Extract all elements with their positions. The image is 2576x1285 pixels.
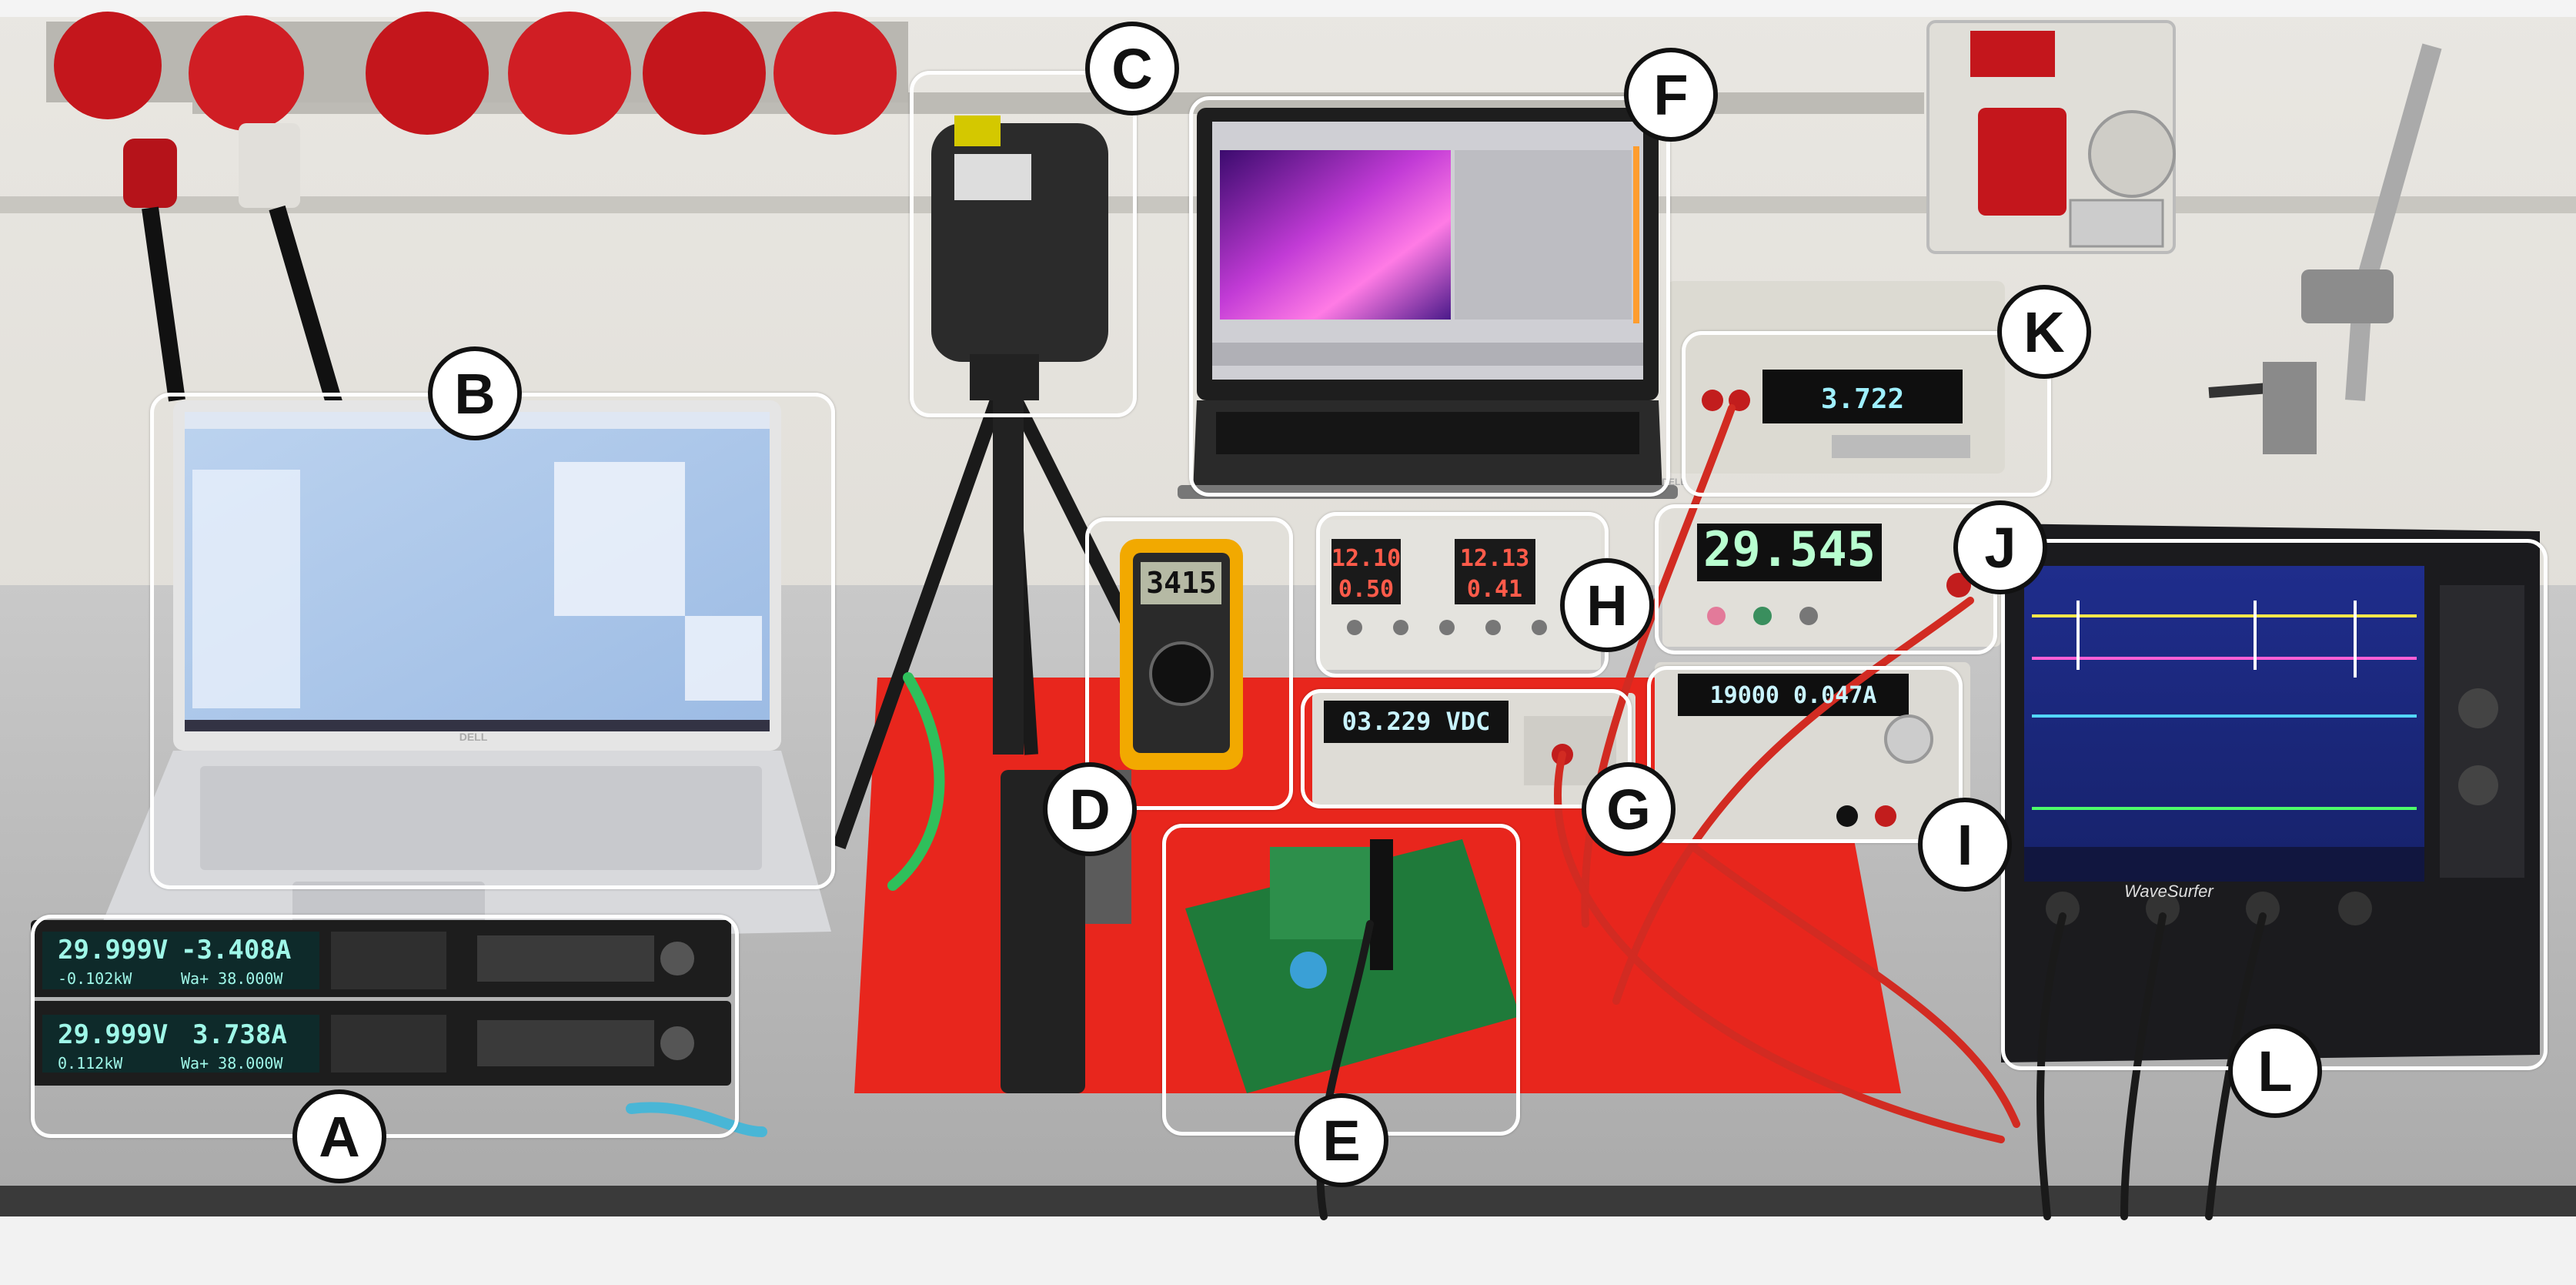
label-h: H: [1560, 558, 1654, 652]
multimeter-d-readout: 3415: [1146, 566, 1217, 600]
box-l: [2001, 539, 2548, 1070]
psu-top-extra: Wa+ 38.000W: [181, 969, 283, 988]
scope-l-brand: WaveSurfer: [2124, 882, 2214, 901]
label-b: B: [428, 346, 522, 440]
wall-socket-panel: [1926, 20, 2176, 254]
tripod: [832, 385, 1184, 849]
box-g: [1301, 689, 1632, 808]
box-k: [1682, 331, 2051, 497]
label-j: J: [1953, 500, 2047, 594]
box-d: [1085, 517, 1293, 810]
psu-bottom-current: 3.738A: [192, 1019, 287, 1050]
psu-top-power: -0.102kW: [58, 969, 132, 988]
dmm-j-readout: 29.545: [1703, 521, 1876, 577]
label-k: K: [1997, 285, 2091, 379]
box-j: [1655, 504, 1997, 654]
box-e: [1162, 824, 1520, 1136]
thermal-camera: [931, 115, 1108, 400]
dual-supply-h: [1320, 520, 1601, 670]
supply-i-readout: 19000 0.047A: [1710, 682, 1877, 709]
psu-bottom-power: 0.112kW: [58, 1054, 123, 1073]
laptop-b: DELL: [92, 400, 831, 947]
psu-top-current: -3.408A: [181, 935, 291, 965]
meter-g-readout: 03.229 VDC: [1342, 707, 1491, 736]
label-c: C: [1085, 22, 1179, 115]
multimeter-d: [1120, 539, 1243, 770]
test-board-e: [1185, 839, 1520, 1093]
label-d: D: [1043, 762, 1137, 856]
label-a: A: [292, 1089, 386, 1183]
oscilloscope-l: [2001, 524, 2540, 1062]
supply-h-left-bottom: 0.50: [1338, 576, 1394, 603]
cables: [626, 404, 2267, 1220]
red-sockets: [46, 12, 908, 434]
psu-top-voltage: 29.999V: [58, 935, 168, 965]
laptop-f: [1178, 108, 1678, 499]
psu-bottom-voltage: 29.999V: [58, 1019, 168, 1050]
box-f: [1189, 96, 1670, 497]
dmm-j: [1662, 504, 2001, 647]
box-c: [910, 71, 1137, 417]
psu-bottom-extra: Wa+ 38.000W: [181, 1054, 283, 1073]
dmm-k-readout: 3.722: [1821, 383, 1904, 415]
psu-stack-a: [31, 920, 731, 1086]
meter-g: [1312, 693, 1635, 805]
box-a: [31, 915, 739, 1138]
box-b: [150, 393, 835, 889]
dmm-k: [1666, 281, 2005, 474]
label-l: L: [2228, 1024, 2322, 1118]
label-f: F: [1624, 48, 1718, 142]
laptop-b-brand: DELL: [459, 731, 488, 743]
psu-top-readout: 29.999V -3.408A -0.102kW Wa+ 38.000W: [58, 935, 291, 988]
label-i: I: [1918, 798, 2012, 892]
label-e: E: [1295, 1093, 1388, 1187]
supply-h-left-top: 12.10: [1331, 545, 1401, 572]
label-g: G: [1582, 762, 1676, 856]
supply-h-right-bottom: 0.41: [1467, 576, 1522, 603]
psu-bottom-readout: 29.999V 3.738A 0.112kW Wa+ 38.000W: [58, 1019, 287, 1073]
box-i: [1647, 666, 1963, 843]
supply-h-right-top: 12.13: [1460, 545, 1529, 572]
gas-tap: [2208, 43, 2442, 454]
